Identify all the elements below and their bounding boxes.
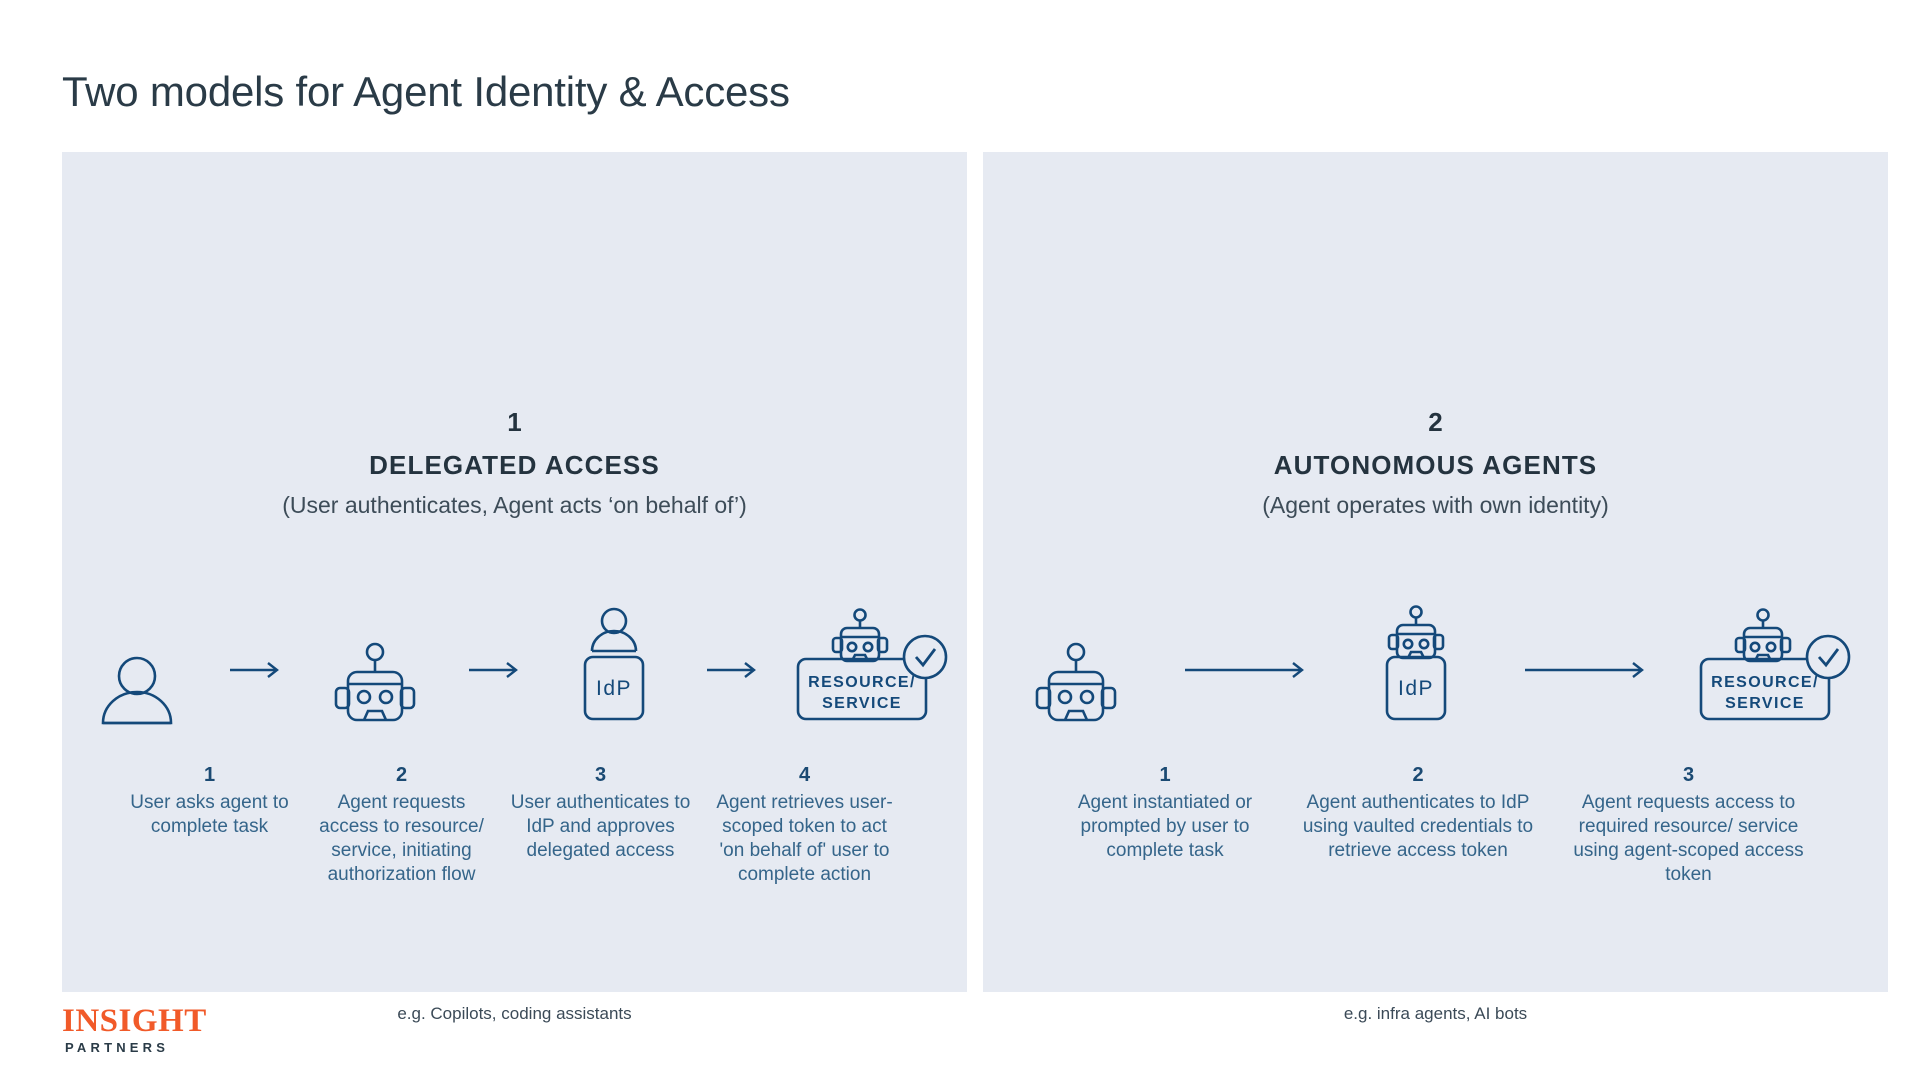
node-user [62, 610, 211, 730]
logo-subtext: PARTNERS [65, 1040, 170, 1055]
step-number: 3 [594, 764, 607, 786]
flow-arrow-2 [450, 610, 540, 730]
step-text: User authenticates to IdP and approves d… [510, 792, 691, 861]
idp-icon: IdP [568, 607, 660, 730]
step-number: 3 [1682, 764, 1695, 786]
node-resource-service: RESOURCE/ SERVICE [778, 607, 967, 730]
idp-label: IdP [1397, 677, 1433, 700]
page-title: Two models for Agent Identity & Access [62, 68, 790, 115]
example-note: e.g. Copilots, coding assistants [397, 1004, 632, 1023]
panel-delegated-access: 1 DELEGATED ACCESS (User authenticates, … [62, 152, 967, 1023]
resource-service-icon: RESOURCE/ SERVICE [1691, 607, 1861, 730]
step-caption: 1 Agent instantiated or prompted by user… [1065, 764, 1265, 863]
step-caption: 4 Agent retrieves user-scoped token to a… [710, 764, 900, 887]
panel-autonomous-agents: 2 AUTONOMOUS AGENTS (Agent operates with… [983, 152, 1888, 1023]
logo-wordmark: INSIGHT [62, 1003, 207, 1039]
panel-subtitle: (User authenticates, Agent acts ‘on beha… [282, 492, 747, 518]
step-text: Agent requests access to required resour… [1573, 792, 1804, 885]
step-number: 2 [395, 764, 408, 786]
step-number: 4 [798, 764, 811, 786]
insight-partners-logo: INSIGHT PARTNERS [62, 1004, 207, 1055]
resource-label-line2: SERVICE [1725, 695, 1805, 712]
idp-icon: IdP [1370, 605, 1462, 730]
user-icon [98, 653, 176, 730]
resource-label-line1: RESOURCE/ [808, 674, 916, 691]
step-text: User asks agent to complete task [130, 792, 289, 837]
node-agent [301, 610, 450, 730]
step-caption: 1 User asks agent to complete task [130, 764, 290, 839]
step-caption: 3 User authenticates to IdP and approves… [506, 764, 696, 863]
step-text: Agent retrieves user-scoped token to act… [716, 792, 893, 885]
flow-arrow-1 [1151, 610, 1341, 730]
step-number: 1 [203, 764, 216, 786]
step-captions-autonomous: 1 Agent instantiated or prompted by user… [983, 764, 1888, 887]
flow-arrow-2 [1491, 610, 1681, 730]
resource-service-icon: RESOURCE/ SERVICE [788, 607, 958, 730]
step-caption: 3 Agent requests access to required reso… [1571, 764, 1806, 887]
panel-number: 2 [1428, 407, 1443, 437]
panel-heading: AUTONOMOUS AGENTS [1273, 450, 1598, 480]
step-number: 1 [1159, 764, 1171, 786]
node-resource-service: RESOURCE/ SERVICE [1681, 607, 1871, 730]
node-idp: IdP [1341, 605, 1491, 730]
resource-label-line2: SERVICE [822, 695, 902, 712]
step-text: Agent instantiated or prompted by user t… [1077, 792, 1253, 861]
node-agent [1001, 610, 1151, 730]
step-number: 2 [1412, 764, 1424, 786]
idp-label: IdP [596, 677, 632, 700]
panel-number: 1 [507, 407, 522, 437]
step-captions-delegated: 1 User asks agent to complete task 2 Age… [62, 764, 967, 887]
flow-arrow-3 [689, 610, 779, 730]
example-note: e.g. infra agents, AI bots [1343, 1004, 1528, 1023]
step-text: Agent requests access to resource/ servi… [319, 792, 484, 885]
step-text: Agent authenticates to IdP using vaulted… [1302, 792, 1534, 861]
robot-icon [1033, 642, 1119, 730]
step-caption: 2 Agent requests access to resource/ ser… [312, 764, 492, 887]
flow-arrow-1 [211, 610, 301, 730]
flow-diagram-delegated: IdP [62, 607, 967, 730]
resource-label-line1: RESOURCE/ [1711, 674, 1819, 691]
step-caption: 2 Agent authenticates to IdP using vault… [1293, 764, 1543, 863]
panel-subtitle: (Agent operates with own identity) [1262, 492, 1609, 518]
robot-icon [332, 642, 418, 730]
flow-diagram-autonomous: IdP [983, 605, 1888, 730]
node-idp: IdP [539, 607, 688, 730]
panel-heading: DELEGATED ACCESS [369, 450, 660, 480]
